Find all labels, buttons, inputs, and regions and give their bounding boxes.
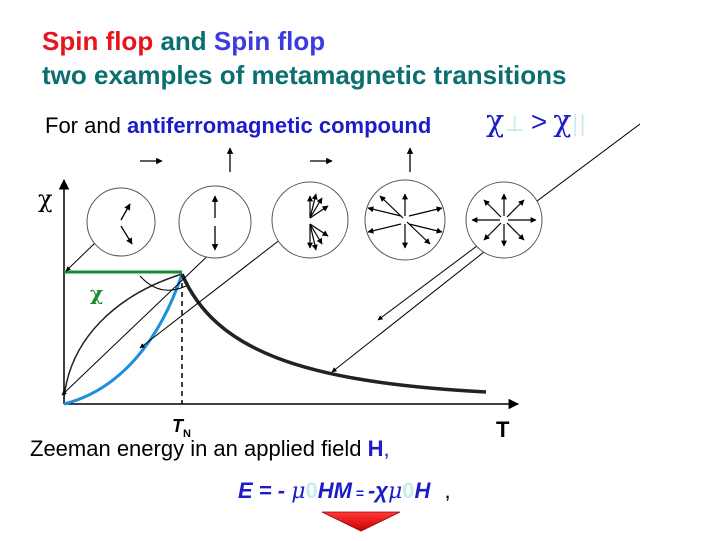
intro-text: For and antiferromagnetic compound xyxy=(45,113,431,139)
red-down-arrow xyxy=(321,511,401,532)
energy-comma: , xyxy=(444,478,451,503)
zeeman-suffix: , xyxy=(383,436,390,461)
energy-mu2: μ xyxy=(387,479,403,504)
parallel-chi-curve xyxy=(63,273,184,406)
energy-part1: E = - xyxy=(238,478,292,503)
energy-sub0: 0 xyxy=(305,478,318,503)
chi-perp: χ xyxy=(486,104,505,139)
slide-title: Spin flop and Spin flop xyxy=(42,26,325,57)
title-and: and xyxy=(160,26,207,56)
spin-circle-2 xyxy=(178,185,252,259)
tn-arc xyxy=(139,275,187,291)
title-spin-flop-1: Spin flop xyxy=(42,26,154,56)
susceptibility-inequality: χ⊥>χ|| xyxy=(486,104,586,139)
connector-arrow-1 xyxy=(65,241,97,272)
zeeman-prefix: Zeeman energy in an applied field xyxy=(30,436,368,461)
energy-part4: H xyxy=(414,478,431,503)
intro-emphasis: antiferromagnetic compound xyxy=(126,113,432,138)
energy-part2: HM xyxy=(317,478,352,503)
intro-prefix: For and xyxy=(45,113,127,138)
energy-sub0b: 0 xyxy=(402,478,415,503)
energy-mu: μ xyxy=(291,479,306,504)
y-axis-label: χ xyxy=(38,185,53,213)
chi-curve-label: χ xyxy=(90,281,103,305)
spin-circle-1 xyxy=(86,187,156,257)
tn-label: TN xyxy=(172,416,191,440)
slide-subtitle: two examples of metamagnetic transitions xyxy=(42,60,567,90)
paramagnetic-curve xyxy=(180,273,487,394)
spin-circle-5 xyxy=(465,181,543,259)
tn-label-t: T xyxy=(172,416,185,436)
energy-eq: = xyxy=(351,485,368,501)
par-symbol: || xyxy=(571,112,587,137)
zeeman-text: Zeeman energy in an applied field H, xyxy=(30,436,390,462)
x-axis-label: T xyxy=(496,417,510,442)
spin-circle-4 xyxy=(364,179,446,261)
zeeman-field: H xyxy=(367,436,384,461)
perp-symbol: ⊥ xyxy=(504,112,525,137)
chi-par: χ xyxy=(553,104,572,139)
energy-part3: -χ xyxy=(367,478,388,503)
perpendicular-chi-curve xyxy=(63,273,183,399)
greater-than: > xyxy=(530,106,548,137)
connector-arrow-3 xyxy=(139,231,291,349)
connector-arrow-5 xyxy=(331,251,485,373)
title-spin-flop-2: Spin flop xyxy=(213,26,326,56)
connector-arrow-2 xyxy=(61,245,219,396)
energy-equation: E = - μ0HM = -χμ0H, xyxy=(238,478,451,504)
tn-label-sub: N xyxy=(183,428,191,440)
spin-circle-3 xyxy=(271,181,349,259)
